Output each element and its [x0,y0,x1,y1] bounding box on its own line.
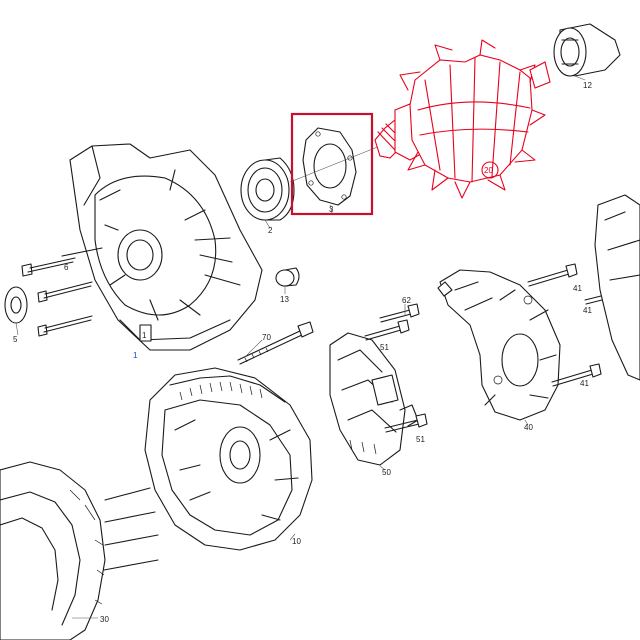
part-rear-cover-partial[interactable] [594,194,640,381]
bolts-part-6[interactable] [21,247,103,337]
callout-30[interactable]: 30 [100,615,109,624]
callout-70[interactable]: 70 [262,333,271,342]
callout-6[interactable]: 6 [64,263,69,272]
callouts: 1 1 2 3 5 6 10 12 13 20 30 40 41 41 41 5… [13,81,592,624]
callout-1-link[interactable]: 1 [133,351,138,360]
part-3-retaining-plate[interactable] [290,112,374,216]
selection-box [290,112,374,216]
callout-40[interactable]: 40 [524,423,533,432]
leader-lines [15,75,586,619]
callout-3[interactable]: 3 [329,205,334,214]
part-1-drive-end-housing[interactable] [69,143,263,351]
callout-2[interactable]: 2 [268,226,273,235]
callout-41-c[interactable]: 41 [580,379,589,388]
callout-50[interactable]: 50 [382,468,391,477]
part-50-regulator[interactable] [329,332,419,466]
part-12-cap[interactable] [553,23,621,77]
part-5-washer[interactable] [4,286,28,324]
part-1-tag [139,324,152,342]
callout-5[interactable]: 5 [13,335,18,344]
callout-12[interactable]: 12 [583,81,592,90]
part-10-stator-housing[interactable] [144,367,313,551]
part-20-rotor[interactable] [374,39,551,199]
part-2-bearing[interactable] [240,157,295,221]
callout-51-a[interactable]: 51 [380,343,389,352]
callout-41-a[interactable]: 41 [573,284,582,293]
callout-1[interactable]: 1 [142,331,147,340]
part-30-stator[interactable] [0,461,159,640]
callout-13[interactable]: 13 [280,295,289,304]
shaft-axis [289,145,381,183]
part-40-brush-plate[interactable] [437,269,561,421]
callout-10[interactable]: 10 [292,537,301,546]
screws-part-51[interactable] [364,303,428,433]
callout-20[interactable]: 20 [484,166,493,175]
part-13-bushing[interactable] [275,267,300,287]
part-70-bolt[interactable] [237,321,314,365]
callout-51-b[interactable]: 51 [416,435,425,444]
callout-41-b[interactable]: 41 [583,306,592,315]
callout-62[interactable]: 62 [402,296,411,305]
